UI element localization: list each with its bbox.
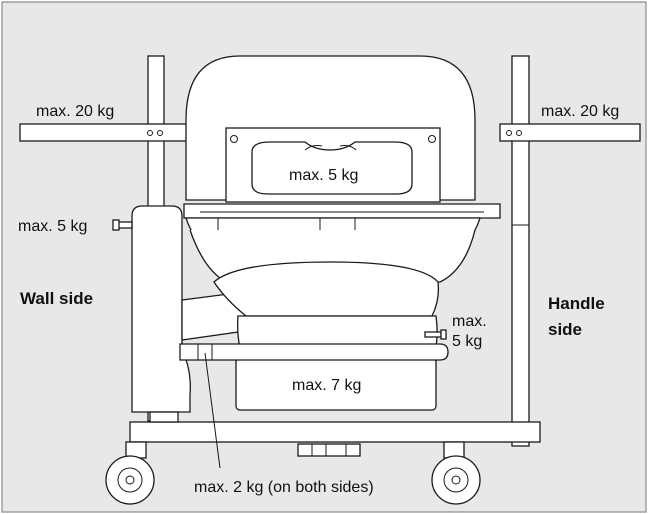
side-hook-load-label: max. 5 kg bbox=[18, 218, 87, 235]
upper-basket bbox=[251, 141, 413, 195]
left-bar-load-label: max. 20 kg bbox=[36, 103, 114, 120]
side-rail bbox=[179, 343, 449, 361]
rail-leader-line bbox=[204, 352, 221, 469]
right-wheel bbox=[431, 441, 481, 505]
wall-side-column bbox=[112, 205, 191, 413]
wall-side-label: Wall side bbox=[20, 289, 93, 308]
right-hook-load-label-line2: 5 kg bbox=[452, 333, 482, 350]
right-bar-load-label: max. 20 kg bbox=[541, 103, 619, 120]
rail-load-label: max. 2 kg (on both sides) bbox=[194, 479, 374, 496]
handle-side-label-line1: Handle bbox=[548, 294, 605, 313]
handle-side-label-line2: side bbox=[548, 320, 582, 339]
base-frame bbox=[129, 411, 541, 457]
basket-load-label: max. 5 kg bbox=[289, 167, 358, 184]
right-pole bbox=[499, 55, 641, 447]
center-brake bbox=[297, 443, 361, 457]
canopy bbox=[185, 55, 476, 203]
right-hook-load-label-line1: max. bbox=[452, 313, 487, 330]
left-crossbar bbox=[19, 123, 199, 142]
left-wheel bbox=[105, 441, 155, 505]
lower-basket-load-label: max. 7 kg bbox=[292, 377, 361, 394]
right-crossbar bbox=[499, 123, 641, 142]
